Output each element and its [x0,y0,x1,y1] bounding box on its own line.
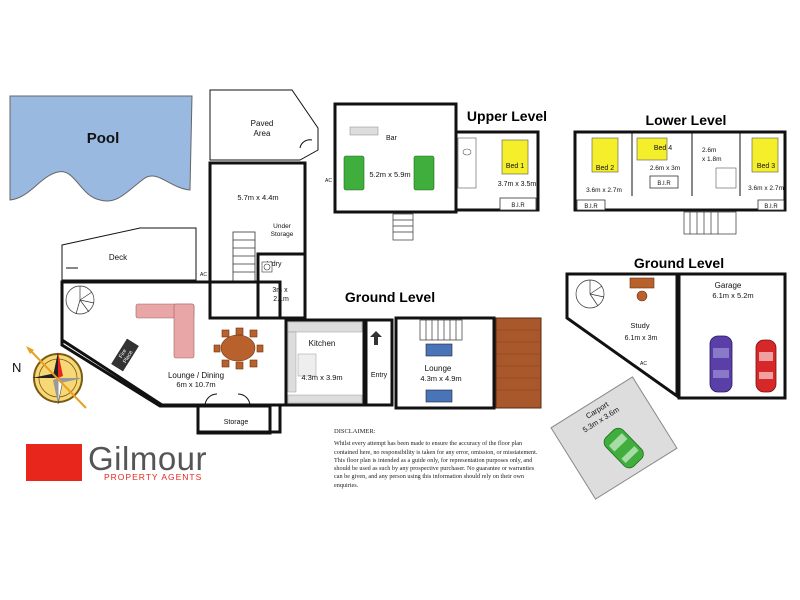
study-spiral-stair [575,279,605,309]
svg-text:B.I.R: B.I.R [584,204,598,210]
lounge-stairs [419,319,463,341]
spiral-stair [65,285,95,315]
rear-room-size: 5.7m x 4.4m [237,193,278,202]
svg-text:B.I.R: B.I.R [511,203,525,209]
upper-level-heading: Upper Level [467,108,547,124]
svg-text:3.6m x 2.7m: 3.6m x 2.7m [748,185,784,192]
disclaimer: DISCLAIMER: Whilst every attempt has bee… [334,428,544,490]
svg-text:Bar: Bar [386,135,398,142]
svg-text:3.7m x 3.5m: 3.7m x 3.5m [498,181,537,188]
green-sofa-right [413,155,435,191]
bed-3 [751,137,779,173]
blue-sofa-top [425,343,453,357]
brand-logo-block [26,444,82,481]
ground-lounge-size: 4.3m x 4.9m [420,374,461,383]
svg-text:B.I.R: B.I.R [764,204,778,210]
wood-deck [495,317,542,409]
svg-text:AC: AC [325,178,332,184]
pool-label: Pool [87,130,120,147]
compass-icon [26,346,87,409]
svg-text:Bed 4: Bed 4 [654,145,672,152]
lower-level-heading: Lower Level [646,112,727,128]
lower-level-outline [573,130,787,212]
lounge-dining-name: Lounge / Dining [168,371,224,380]
lower-stairs [683,211,737,235]
svg-text:Bed 3: Bed 3 [757,163,775,170]
garage-outline [677,272,787,400]
svg-text:Bed 1: Bed 1 [506,163,524,170]
brand-name: Gilmour [88,440,208,477]
paved-area-outline [209,89,319,161]
upper-stairs [392,213,414,241]
study-outline [565,272,679,399]
svg-text:3.6m x 2.7m: 3.6m x 2.7m [586,187,622,194]
blue-sofa-bottom [425,389,453,403]
fire-place: Fire Place [111,338,139,372]
dining-table [213,327,264,370]
pink-sofa [135,303,195,359]
paved-area-label-line2: Area [254,129,271,138]
disclaimer-body: Whilst every attempt has been made to en… [334,440,538,489]
svg-text:Bed 2: Bed 2 [596,165,614,172]
study-name: Study [630,321,649,330]
deck-label: Deck [109,253,128,262]
study-size: 6.1m x 3m [625,335,658,342]
entry [364,318,394,407]
storage-room [196,404,272,435]
kitchen-name: Kitchen [309,339,336,348]
purple-car [709,335,733,393]
svg-text:AC: AC [200,272,207,278]
kitchen-size: 4.3m x 3.9m [301,373,342,382]
svg-text:Entry: Entry [371,372,388,379]
bed-4 [636,137,668,161]
svg-text:L'dry: L'dry [267,261,282,268]
study-desk [629,277,655,302]
carport: Carport 5.3m x 3.6m [550,376,678,500]
ground-level-heading: Ground Level [345,289,435,305]
svg-text:AC: AC [640,361,647,367]
paved-area-label-line1: Paved [251,119,274,128]
svg-text:Storage: Storage [271,231,294,238]
deck-outline [61,227,197,281]
svg-text:B.I.R: B.I.R [657,181,671,187]
svg-text:2.6m: 2.6m [702,147,716,154]
red-car [755,339,777,393]
compass-north-label: N [12,360,21,375]
garage-name: Garage [715,281,742,290]
bed-1 [501,139,529,175]
svg-text:Storage: Storage [224,419,249,426]
svg-text:2.6m x 3m: 2.6m x 3m [650,165,680,172]
green-sofa-left [343,155,365,191]
pool-shape [9,95,193,202]
svg-text:x 1.8m: x 1.8m [702,156,722,163]
ground-lounge [394,316,496,410]
upper-living-size: 5.2m x 5.9m [369,170,410,179]
bed-2 [591,137,619,173]
ground-level-side-heading: Ground Level [634,255,724,271]
brand-tagline: PROPERTY AGENTS [104,472,203,482]
kitchen [284,318,366,407]
svg-text:Fire: Fire [118,348,128,359]
svg-text:Under: Under [273,223,292,230]
rear-stairs [232,231,256,283]
ground-lounge-name: Lounge [425,364,452,373]
lounge-dining-size: 6m x 10.7m [176,380,215,389]
disclaimer-title: DISCLAIMER: [334,428,376,435]
garage-size: 6.1m x 5.2m [712,291,753,300]
